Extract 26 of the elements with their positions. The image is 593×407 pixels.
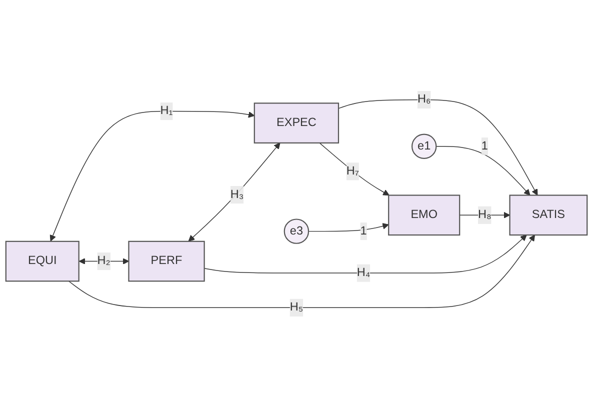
arrow xyxy=(50,110,255,242)
arrow xyxy=(436,146,530,196)
arrow xyxy=(204,234,527,274)
edge-label: H₅ xyxy=(290,300,304,314)
node-box: SATIS xyxy=(509,194,588,236)
node-box: EMO xyxy=(388,194,460,236)
node-box: EQUI xyxy=(5,240,80,282)
arrow xyxy=(78,258,130,264)
edge-label: H₃ xyxy=(230,188,244,201)
edge-label: 1 xyxy=(360,224,367,238)
edge-label: H₁ xyxy=(160,104,173,117)
arrow xyxy=(319,142,390,196)
node-box: EXPEC xyxy=(254,102,340,144)
edge-label: H₄ xyxy=(356,266,370,279)
edge-label: H₇ xyxy=(346,164,359,178)
arrow xyxy=(338,99,538,196)
arrow xyxy=(68,234,536,308)
node-circle: e1 xyxy=(411,134,437,159)
edge-label: H₆ xyxy=(417,92,431,106)
node-box: PERF xyxy=(128,240,205,282)
edge-label: H₈ xyxy=(478,208,492,221)
node-circle: e3 xyxy=(284,218,310,244)
arrow xyxy=(188,142,280,242)
edge-label: 1 xyxy=(481,140,488,152)
arrow xyxy=(308,222,389,232)
edge-label: H₂ xyxy=(97,254,110,267)
